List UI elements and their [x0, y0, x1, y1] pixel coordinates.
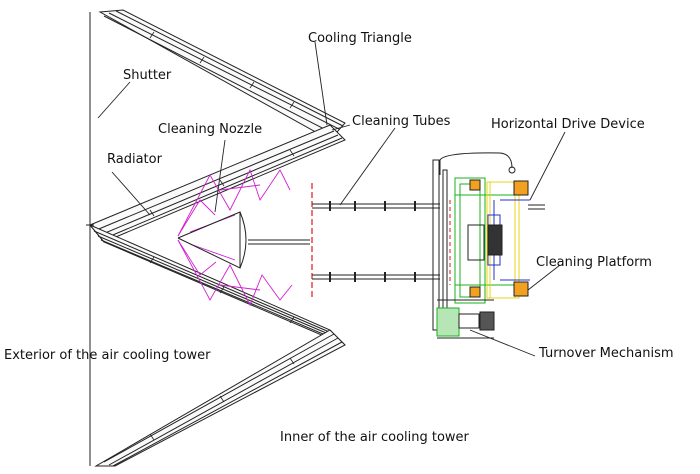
label-cleaning-nozzle: Cleaning Nozzle	[158, 122, 262, 137]
label-horizontal-drive-device: Horizontal Drive Device	[491, 117, 645, 132]
cleaning-tubes	[312, 201, 440, 282]
label-cleaning-platform: Cleaning Platform	[536, 255, 652, 270]
label-cleaning-tubes: Cleaning Tubes	[352, 114, 451, 129]
labels: Cooling Triangle Shutter Cleaning Nozzle…	[4, 31, 674, 445]
label-exterior: Exterior of the air cooling tower	[4, 348, 211, 363]
label-turnover-mechanism: Turnover Mechanism	[538, 346, 674, 361]
leader-lines	[97, 41, 566, 357]
cleaning-platform-machine	[432, 152, 545, 339]
label-cooling-triangle: Cooling Triangle	[308, 31, 412, 46]
nozzle-spray	[177, 168, 293, 307]
label-shutter: Shutter	[123, 68, 172, 83]
nozzle-head	[177, 211, 310, 269]
radiator-panels	[86, 9, 346, 467]
label-radiator: Radiator	[107, 152, 163, 167]
label-inner: Inner of the air cooling tower	[280, 430, 470, 445]
